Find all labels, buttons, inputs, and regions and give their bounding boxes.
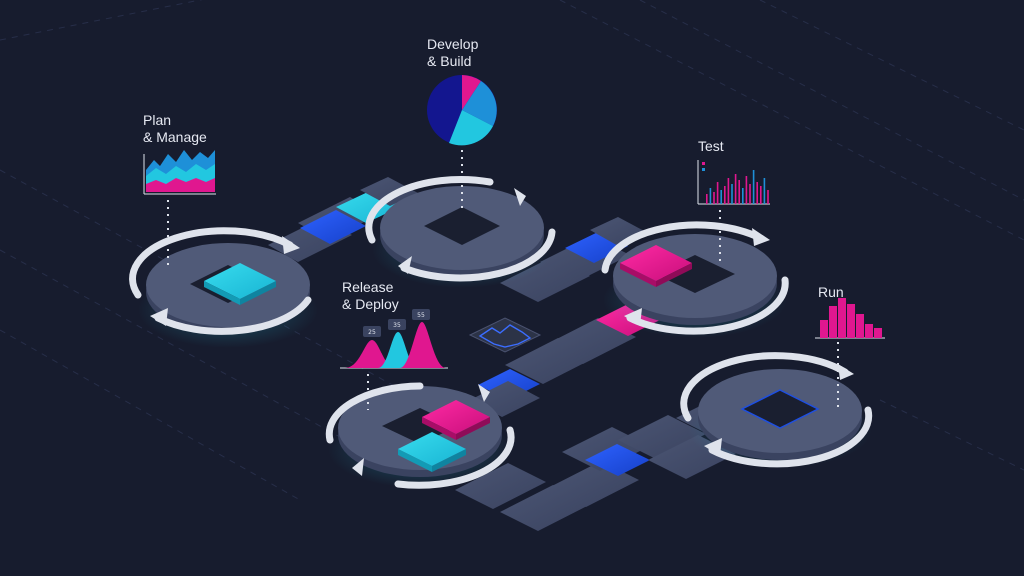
bar — [713, 192, 715, 204]
histogram-icon — [815, 298, 885, 339]
path-tile-blue — [300, 210, 366, 244]
stage-label-line: Run — [818, 284, 844, 300]
bar — [752, 170, 755, 204]
stage-label-line: & Deploy — [342, 296, 399, 312]
bar — [742, 188, 744, 204]
loop-develop — [365, 176, 556, 288]
loop-run — [680, 352, 873, 468]
bar — [756, 182, 758, 204]
loop-release — [325, 382, 515, 489]
stage-label-line: Test — [698, 138, 724, 154]
stage-label-develop: Develop & Build — [427, 36, 478, 70]
map-tile-icon — [468, 317, 542, 353]
bar — [709, 188, 712, 204]
bar — [760, 186, 762, 204]
bar — [749, 184, 751, 204]
stage-label-line: Release — [342, 279, 394, 295]
path-tile-blue — [585, 444, 650, 476]
stage-label-run: Run — [818, 284, 844, 301]
bar — [706, 194, 708, 204]
background-grid — [0, 0, 1024, 501]
cycle-arrow-icon — [325, 382, 424, 444]
path-tile — [455, 463, 546, 509]
dotted-connectors — [167, 150, 839, 410]
bar — [763, 178, 766, 204]
pie-chart-icon — [427, 75, 497, 146]
bell-curve-chart-icon: 25 35 55 — [340, 309, 448, 369]
bar — [724, 186, 726, 204]
stage-label-test: Test — [698, 138, 724, 155]
peak-label: 35 — [393, 322, 401, 329]
path-tile — [505, 338, 596, 384]
bar — [720, 190, 722, 204]
peak-label: 55 — [417, 312, 425, 319]
stage-label-plan: Plan & Manage — [143, 112, 207, 146]
cycle-arrow-icon — [601, 221, 764, 274]
area-chart-icon — [143, 150, 216, 195]
bar — [731, 184, 733, 204]
peak-label: 25 — [368, 329, 376, 336]
stage-label-line: Plan — [143, 112, 172, 128]
path-tile — [618, 415, 706, 459]
bar — [767, 190, 769, 204]
bar — [734, 174, 737, 204]
bar — [716, 182, 719, 204]
bar-chart-icon — [697, 160, 770, 205]
stage-label-line: & Build — [427, 53, 472, 69]
bar — [738, 180, 740, 204]
stage-label-line: & Manage — [143, 129, 207, 145]
cycle-arrow-icon — [129, 227, 294, 299]
cycle-arrow-icon — [680, 352, 849, 422]
bar — [745, 176, 748, 204]
stage-label-release: Release & Deploy — [342, 279, 399, 313]
loop-test — [601, 221, 789, 338]
stage-label-line: Develop — [427, 36, 479, 52]
loop-plan — [129, 227, 318, 348]
bar — [727, 178, 730, 204]
